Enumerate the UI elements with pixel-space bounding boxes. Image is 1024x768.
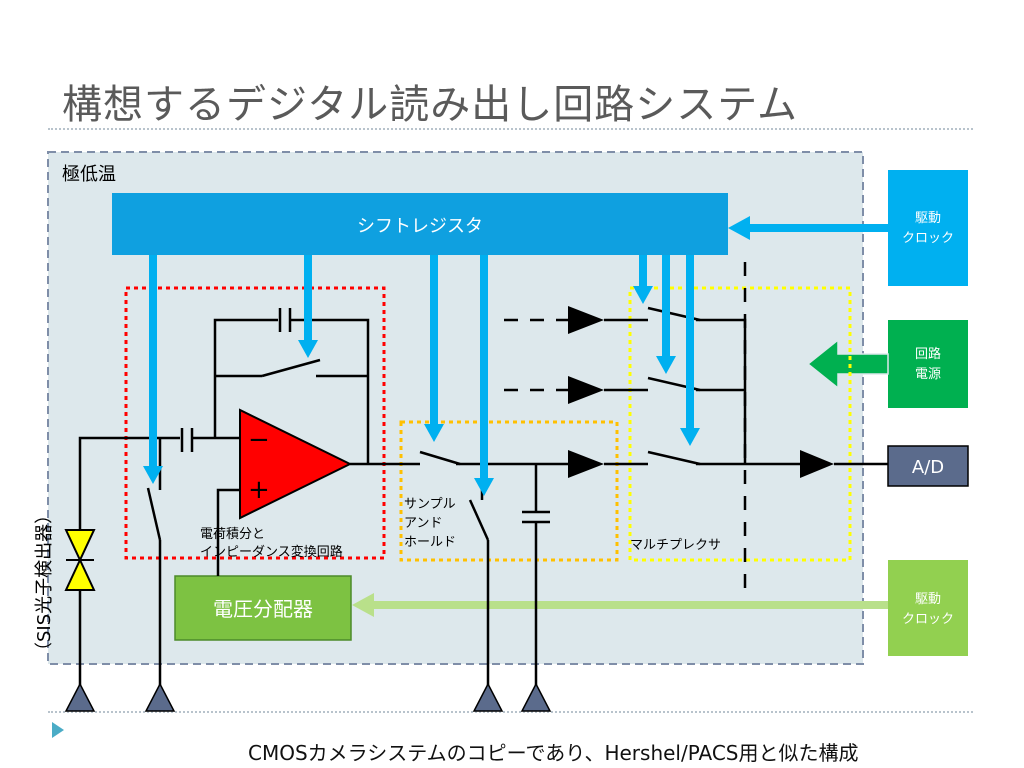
multiplexer-label: マルチプレクサ xyxy=(630,538,721,553)
integrator-label-line2: インピーダンス変換回路 xyxy=(200,544,343,560)
sample-hold-label-line1: サンプル xyxy=(404,497,456,512)
divider-clock-arrow-head xyxy=(352,593,374,617)
ground-terminals xyxy=(64,682,552,712)
detector-upper xyxy=(64,529,96,563)
sample-hold-label-line3: ホールド xyxy=(404,535,456,550)
integrator-label-line1: 電荷積分と xyxy=(200,527,265,542)
op-amp xyxy=(239,408,353,520)
bullet-icon xyxy=(52,722,64,738)
detector-lower xyxy=(64,557,96,591)
buffer-row2 xyxy=(568,376,604,404)
integrator-box xyxy=(124,286,386,560)
ad-converter xyxy=(887,445,969,487)
control-arrows xyxy=(149,255,694,478)
power-arrow xyxy=(806,338,889,390)
drive-clock-top xyxy=(888,170,968,286)
control-arrow-heads xyxy=(143,286,700,496)
cryogenic-label: 極低温 xyxy=(62,164,116,185)
ad-converter-label: A/D xyxy=(912,457,944,478)
voltage-divider xyxy=(174,575,352,641)
multiplexer-box xyxy=(628,286,852,562)
drive-clock-top-line1: 駆動 xyxy=(915,211,941,226)
caption: CMOSカメラシステムのコピーであり、Hershel/PACS用と似た構成 xyxy=(248,741,859,765)
sample-hold-box xyxy=(399,420,619,562)
shift-register-label: シフトレジスタ xyxy=(357,216,483,237)
page-title: 構想するデジタル読み出し回路システム xyxy=(62,82,798,128)
drive-clock-bottom xyxy=(888,560,968,656)
footer-divider xyxy=(48,711,973,713)
circuit-power xyxy=(888,320,968,408)
title-divider xyxy=(48,128,973,130)
buffer-row1 xyxy=(568,306,604,334)
shift-register xyxy=(112,193,728,255)
drive-clock-bottom-line2: クロック xyxy=(902,612,954,627)
drive-clock-top-line2: クロック xyxy=(902,231,954,246)
circuit-wiring xyxy=(78,306,888,685)
buffer-row3 xyxy=(568,450,604,478)
circuit-power-line2: 電源 xyxy=(915,367,941,382)
output-buffer xyxy=(800,450,834,478)
op-amp-minus: − xyxy=(248,425,270,455)
clock-arrow-head xyxy=(728,216,750,240)
op-amp-plus: + xyxy=(248,475,270,505)
drive-clock-bottom-line1: 駆動 xyxy=(915,592,941,607)
sample-hold-label-line2: アンド xyxy=(404,516,442,531)
circuit-power-line1: 回路 xyxy=(915,346,941,362)
detector-label: （SIS光子検出器） xyxy=(34,506,55,660)
voltage-divider-label: 電圧分配器 xyxy=(213,597,313,621)
